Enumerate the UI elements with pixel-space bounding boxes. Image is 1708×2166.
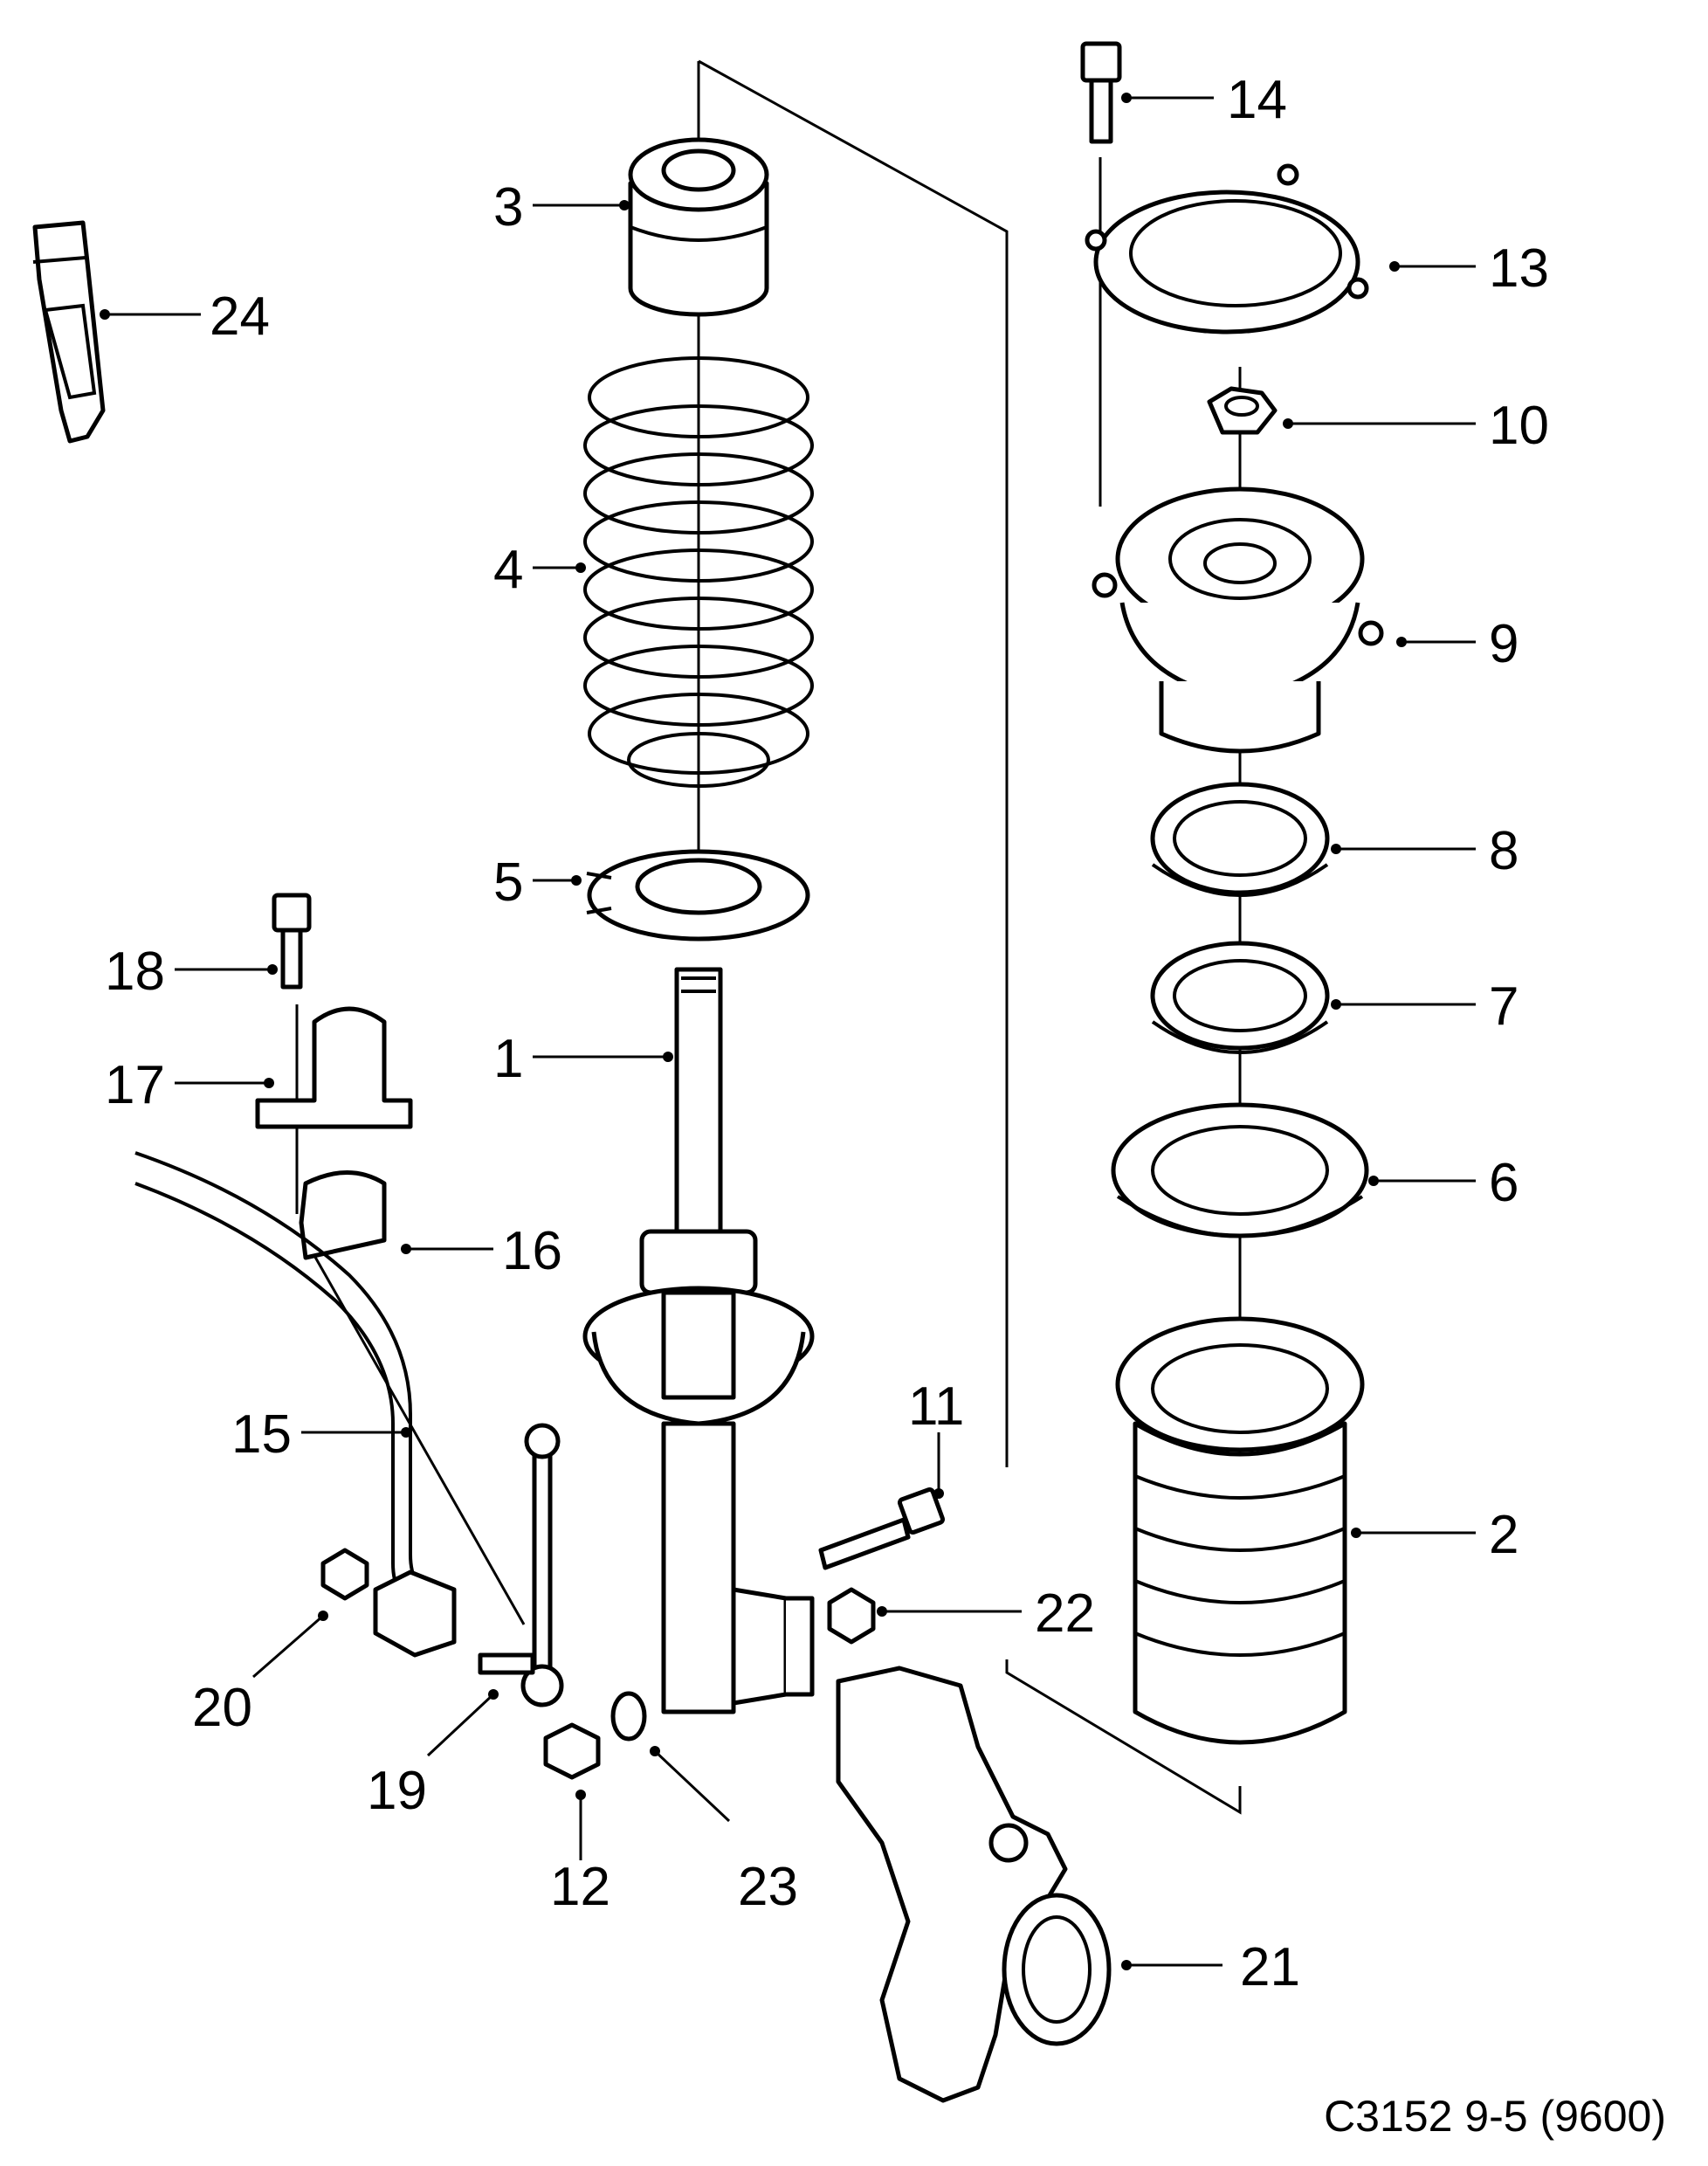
diagram-caption: C3152 9-5 (9600) — [1324, 2092, 1666, 2141]
callout-9: 9 — [1489, 614, 1519, 674]
callout-17: 17 — [105, 1055, 165, 1115]
part-22-nut — [827, 1587, 876, 1645]
part-6-ring — [1111, 1102, 1369, 1238]
part-23-washer — [610, 1691, 647, 1742]
assembly-lines — [295, 59, 1242, 1815]
callout-8: 8 — [1489, 821, 1519, 881]
part-19-link — [478, 1423, 564, 1707]
part-3-bump-stop — [628, 137, 769, 317]
part-1-strut — [582, 967, 815, 1714]
callout-2: 2 — [1489, 1505, 1519, 1565]
part-2-dust-boot — [1115, 1316, 1365, 1745]
part-4-coil-spring — [583, 356, 814, 788]
part-8-ring — [1150, 782, 1330, 897]
callout-13: 13 — [1489, 238, 1549, 299]
callout-18: 18 — [105, 942, 165, 1002]
callout-23: 23 — [738, 1857, 798, 1917]
callout-16: 16 — [502, 1221, 562, 1281]
callout-22: 22 — [1035, 1583, 1095, 1644]
callout-20: 20 — [192, 1678, 252, 1738]
callout-4: 4 — [493, 540, 524, 600]
part-5-spring-seat — [586, 849, 810, 942]
callout-15: 15 — [231, 1404, 292, 1465]
callout-11: 11 — [908, 1376, 965, 1437]
callout-21: 21 — [1240, 1937, 1300, 1997]
part-16-bushing — [299, 1170, 387, 1260]
callout-14: 14 — [1227, 70, 1287, 130]
part-14-bolt — [1080, 41, 1122, 144]
callout-6: 6 — [1489, 1153, 1519, 1213]
part-12-nut — [543, 1722, 601, 1780]
callout-5: 5 — [493, 852, 524, 913]
part-10-nut — [1207, 386, 1278, 435]
part-18-bolt — [272, 893, 312, 990]
part-13-mount-cover — [1085, 163, 1369, 335]
callout-7: 7 — [1489, 976, 1519, 1037]
part-7-ring — [1150, 941, 1330, 1054]
part-24-grease-tube — [32, 220, 106, 444]
callout-12: 12 — [550, 1857, 610, 1917]
callout-1: 1 — [493, 1029, 524, 1089]
part-9-strut-mount — [1092, 486, 1384, 754]
part-21-steering-knuckle — [836, 1666, 1112, 2103]
callout-3: 3 — [493, 177, 524, 238]
leader-lines — [100, 93, 1476, 1970]
part-17-clamp — [255, 1006, 413, 1129]
part-15-stabilizer-bar — [134, 1151, 457, 1658]
callout-19: 19 — [367, 1761, 427, 1821]
part-11-bolt — [818, 1487, 946, 1570]
callout-10: 10 — [1489, 396, 1549, 456]
part-20-nut — [320, 1548, 369, 1601]
callout-24: 24 — [210, 286, 270, 347]
